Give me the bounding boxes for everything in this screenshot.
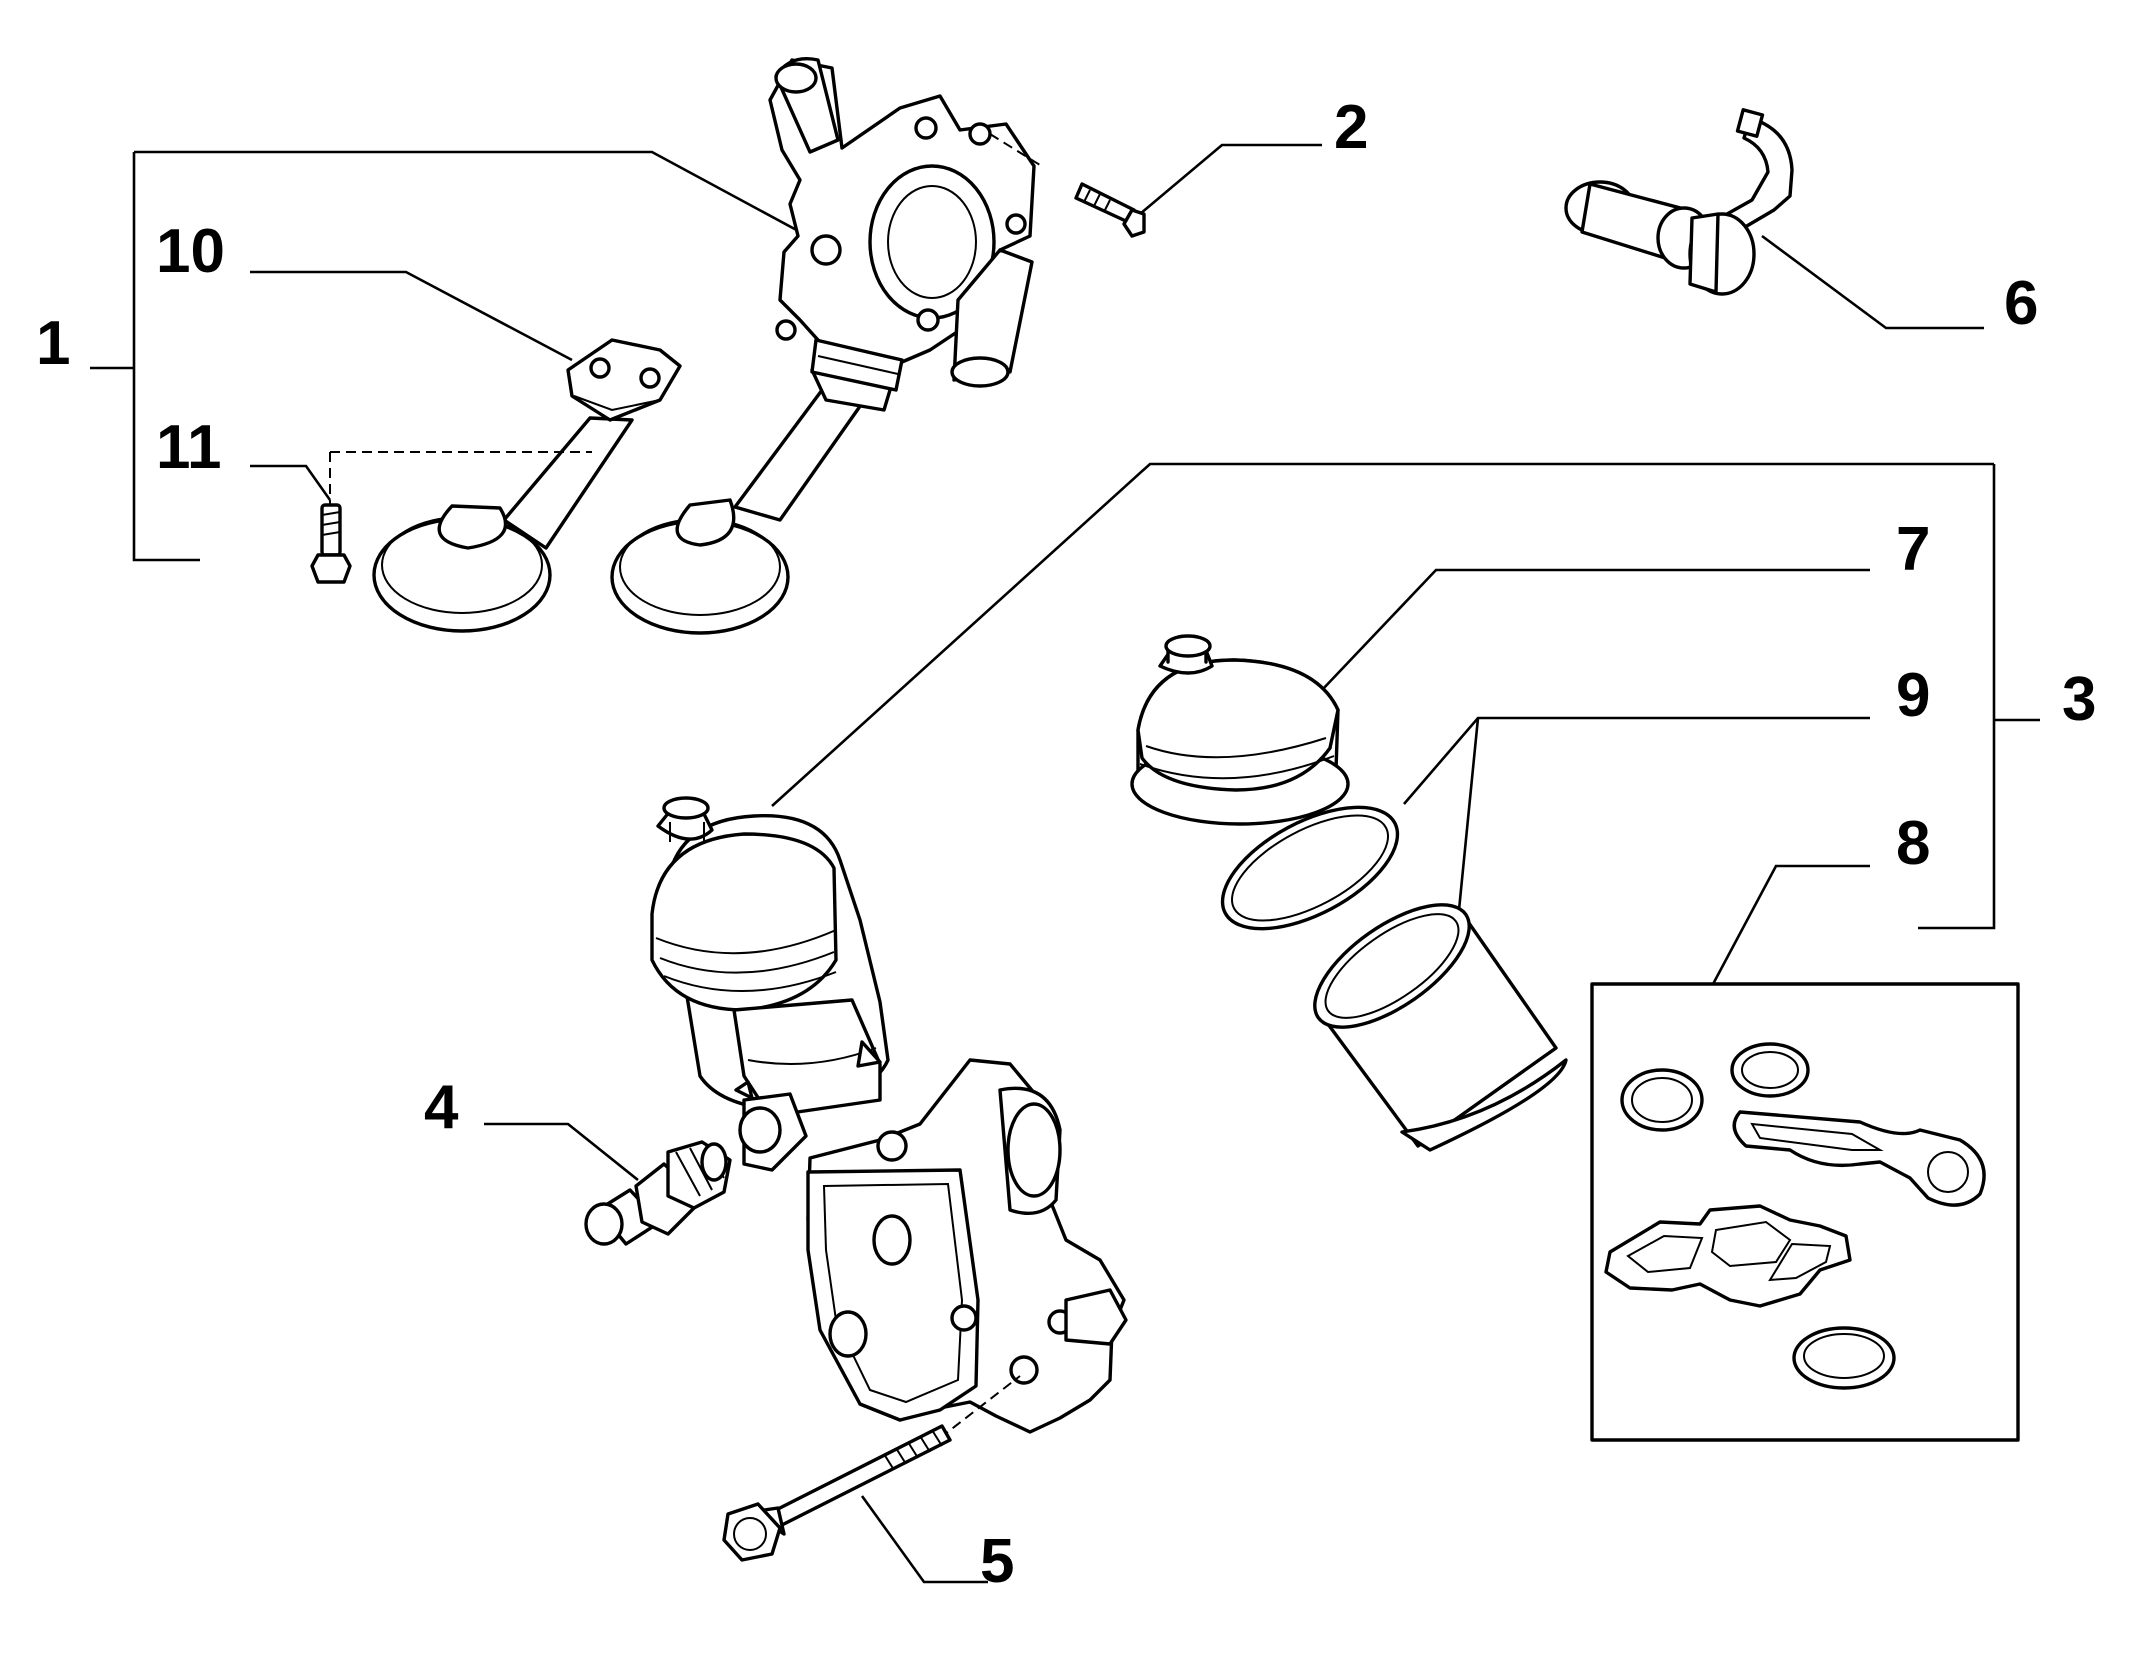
bolt-icon xyxy=(1074,182,1146,238)
o-ring-icon xyxy=(1220,805,1400,931)
callout-1: 1 xyxy=(36,309,70,378)
oil-filter-housing-icon xyxy=(650,796,1128,1434)
callout-11: 11 xyxy=(156,413,222,482)
callout-7: 7 xyxy=(1896,515,1930,584)
callout-4: 4 xyxy=(424,1073,459,1142)
oil-pump-icon xyxy=(610,57,1036,635)
callout-labels: 1 2 3 4 5 6 7 8 9 10 11 xyxy=(36,93,2096,1596)
callout-5: 5 xyxy=(980,1527,1014,1596)
callout-6: 6 xyxy=(2004,269,2038,338)
callout-9: 9 xyxy=(1896,661,1930,730)
oil-strainer-icon xyxy=(372,338,682,633)
callout-3: 3 xyxy=(2062,665,2096,734)
leader-lines xyxy=(90,143,2040,1584)
filter-cap-icon xyxy=(1130,634,1350,826)
bolt-icon xyxy=(310,503,352,584)
gasket-kit-icon xyxy=(1590,982,2020,1442)
callout-10: 10 xyxy=(156,217,225,286)
callout-2: 2 xyxy=(1334,93,1368,162)
filter-element-icon xyxy=(1313,903,1568,1152)
oil-level-sensor-icon xyxy=(1564,108,1794,296)
pressure-switch-icon xyxy=(584,1140,732,1246)
bolt-icon xyxy=(722,1424,952,1562)
callout-8: 8 xyxy=(1896,809,1930,878)
